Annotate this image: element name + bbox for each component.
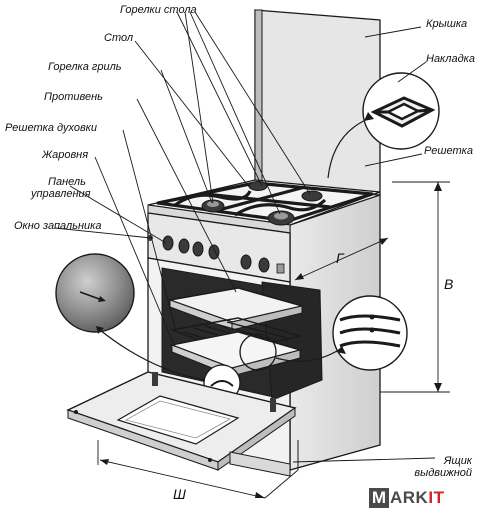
label-drawer-line2: выдвижной	[414, 467, 472, 479]
dimension-arrowheads	[100, 182, 442, 498]
logo-it: IT	[428, 488, 445, 507]
label-control-panel-line2: управления	[31, 188, 91, 200]
label-grate-cover: Накладка	[426, 53, 475, 65]
cooktop-grate	[156, 181, 374, 223]
label-drawer-line1: Ящик	[443, 455, 472, 467]
logo-m-box: M	[369, 488, 389, 508]
cooktop-burners	[201, 181, 323, 226]
dimension-height-label: В	[444, 276, 454, 292]
dimension-depth-label: Г	[336, 250, 344, 266]
oven-door	[66, 371, 297, 471]
dimension-width-label: Ш	[173, 486, 186, 502]
label-baking-tray: Противень	[44, 91, 103, 103]
lid	[254, 9, 381, 196]
roasting-pan	[169, 331, 303, 377]
label-ignition-window: Окно запальника	[14, 220, 102, 232]
label-grate: Решетка	[424, 145, 473, 157]
dimension-lines	[97, 181, 450, 499]
drawer	[229, 440, 299, 477]
zoom-arrows	[99, 117, 371, 381]
label-oven-rack: Решетка духовки	[5, 122, 97, 134]
label-grill-burner: Горелка гриль	[48, 61, 122, 73]
label-lid: Крышка	[426, 18, 468, 30]
leader-lines	[54, 11, 436, 463]
grate-cover-inset	[362, 72, 440, 150]
label-cooktop-burners: Горелки стола	[120, 4, 197, 16]
label-cooktop: Стол	[104, 32, 134, 44]
label-roasting-pan: Жаровня	[42, 149, 89, 161]
rack-zoom-marker	[239, 333, 277, 371]
control-panel	[147, 212, 291, 283]
zoom-arrowheads	[96, 112, 374, 354]
label-control-panel-line1: Панель	[48, 176, 86, 188]
rack-profile-inset	[332, 295, 408, 371]
ignition-window-inset	[55, 253, 135, 333]
logo-ark: ARK	[390, 488, 429, 507]
